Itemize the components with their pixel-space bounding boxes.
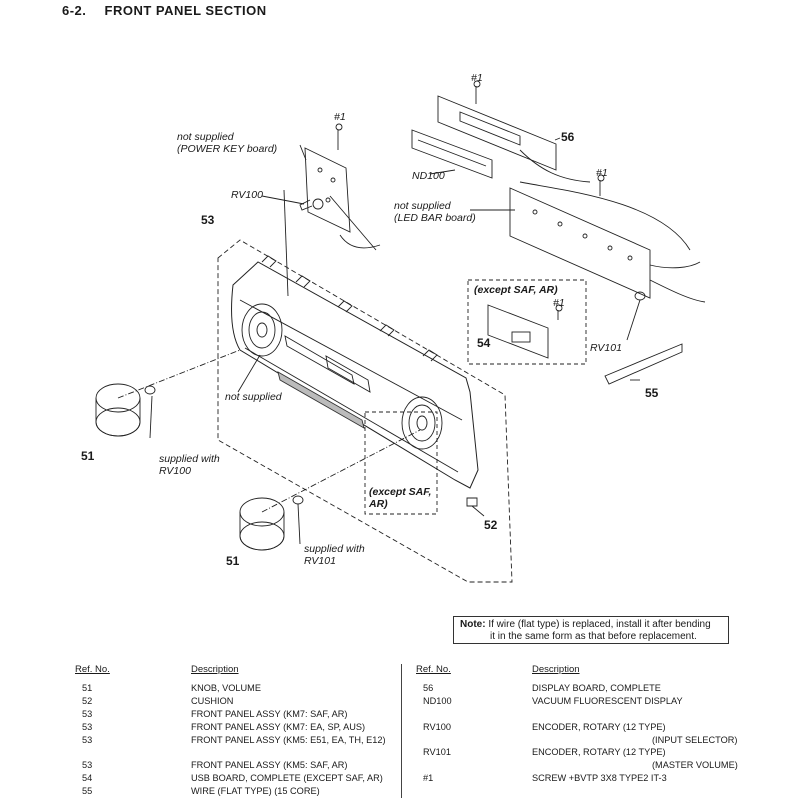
right-desc-3: ENCODER, ROTARY (12 TYPE) [532,747,666,757]
vfd-nd100 [411,129,493,179]
ref-51-lower: 51 [226,554,240,568]
label-except-saf-ar-top: (except SAF, AR) [474,284,558,296]
label-power-key-board: (POWER KEY board) [177,143,278,155]
right-knob-ring [401,396,443,450]
label-supplied-with-b: supplied with [304,543,365,555]
right-ref-0: 56 [423,683,434,693]
left-desc-0: KNOB, VOLUME [191,683,261,693]
ref-56: 56 [561,130,575,144]
right-ref-header: Ref. No. [416,664,451,675]
label-nd100: ND100 [412,170,445,182]
knob-lower [239,495,304,551]
right-ref-2: RV100 [423,722,451,732]
grille-strip [277,371,365,429]
label-screw-1c: #1 [596,167,608,179]
ref-55: 55 [645,386,659,400]
left-desc-header: Description [191,664,239,675]
label-except-saf-line1: (except SAF, [369,486,432,498]
left-ref-0: 51 [82,683,93,693]
right-ref-3: RV101 [423,747,451,757]
left-desc-4: FRONT PANEL ASSY (KM5: E51, EA, TH, E12) [191,735,386,745]
usb-board-dashed-box [467,279,587,365]
label-screw-1d: #1 [553,297,565,309]
left-desc-7: WIRE (FLAT TYPE) (15 CORE) [191,786,320,796]
display-window [284,335,355,385]
label-rv101-supplied: RV101 [304,555,336,567]
usb-board [487,304,549,359]
panel-assy-dashed-outline [217,239,513,583]
right-sub-2: (INPUT SELECTOR) [652,735,738,745]
label-rv100-supplied: RV100 [159,465,191,477]
left-ref-1: 52 [82,696,93,706]
right-sub-3: (MASTER VOLUME) [652,760,738,770]
left-knob-ring [241,303,283,357]
label-except-saf-line2: AR) [369,498,388,510]
led-bar-board [509,187,651,299]
left-ref-5: 53 [82,760,93,770]
left-desc-1: CUSHION [191,696,234,706]
except-dashed-box [364,411,438,515]
replacement-note: Note: If wire (flat type) is replaced, i… [453,616,729,644]
ref-53: 53 [201,213,215,227]
knob-upper [95,383,156,437]
label-not-supplied-panel: not supplied [225,391,282,403]
ref-54: 54 [477,336,491,350]
section-title: 6-2. FRONT PANEL SECTION [62,3,267,18]
label-not-supplied-power: not supplied [177,131,234,143]
label-rv100: RV100 [231,189,263,201]
right-ref-1: ND100 [423,696,452,706]
left-ref-header: Ref. No. [75,664,110,675]
note-line1: If wire (flat type) is replaced, install… [488,619,711,630]
right-desc-header: Description [532,664,580,675]
left-ref-6: 54 [82,773,93,783]
left-desc-6: USB BOARD, COMPLETE (EXCEPT SAF, AR) [191,773,383,783]
left-desc-2: FRONT PANEL ASSY (KM7: SAF, AR) [191,709,348,719]
right-desc-1: VACUUM FLUORESCENT DISPLAY [532,696,683,706]
right-desc-2: ENCODER, ROTARY (12 TYPE) [532,722,666,732]
ref-51-upper: 51 [81,449,95,463]
left-ref-3: 53 [82,722,93,732]
left-ref-2: 53 [82,709,93,719]
label-screw-1a: #1 [334,111,346,123]
right-ref-4: #1 [423,773,434,783]
table-divider [401,664,402,798]
label-not-supplied-led: not supplied [394,200,451,212]
note-label: Note: [460,619,486,630]
power-key-board [304,147,351,233]
left-desc-3: FRONT PANEL ASSY (KM7: EA, SP, AUS) [191,722,366,732]
section-number: 6-2. [62,3,87,18]
ref-52: 52 [484,518,498,532]
cushion [466,497,478,507]
note-line2: it in the same form as that before repla… [490,631,697,642]
label-led-bar-board: (LED BAR board) [394,212,476,224]
flat-wire [604,343,683,385]
left-ref-4: 53 [82,735,93,745]
label-rv101: RV101 [590,342,622,354]
left-ref-7: 55 [82,786,93,796]
right-desc-4: SCREW +BVTP 3X8 TYPE2 IT-3 [532,773,667,783]
left-desc-5: FRONT PANEL ASSY (KM5: SAF, AR) [191,760,348,770]
section-heading: FRONT PANEL SECTION [104,3,267,18]
label-screw-1b: #1 [471,72,483,84]
front-panel-body [231,261,479,489]
right-desc-0: DISPLAY BOARD, COMPLETE [532,683,661,693]
display-board [437,95,557,171]
label-supplied-with-a: supplied with [159,453,220,465]
